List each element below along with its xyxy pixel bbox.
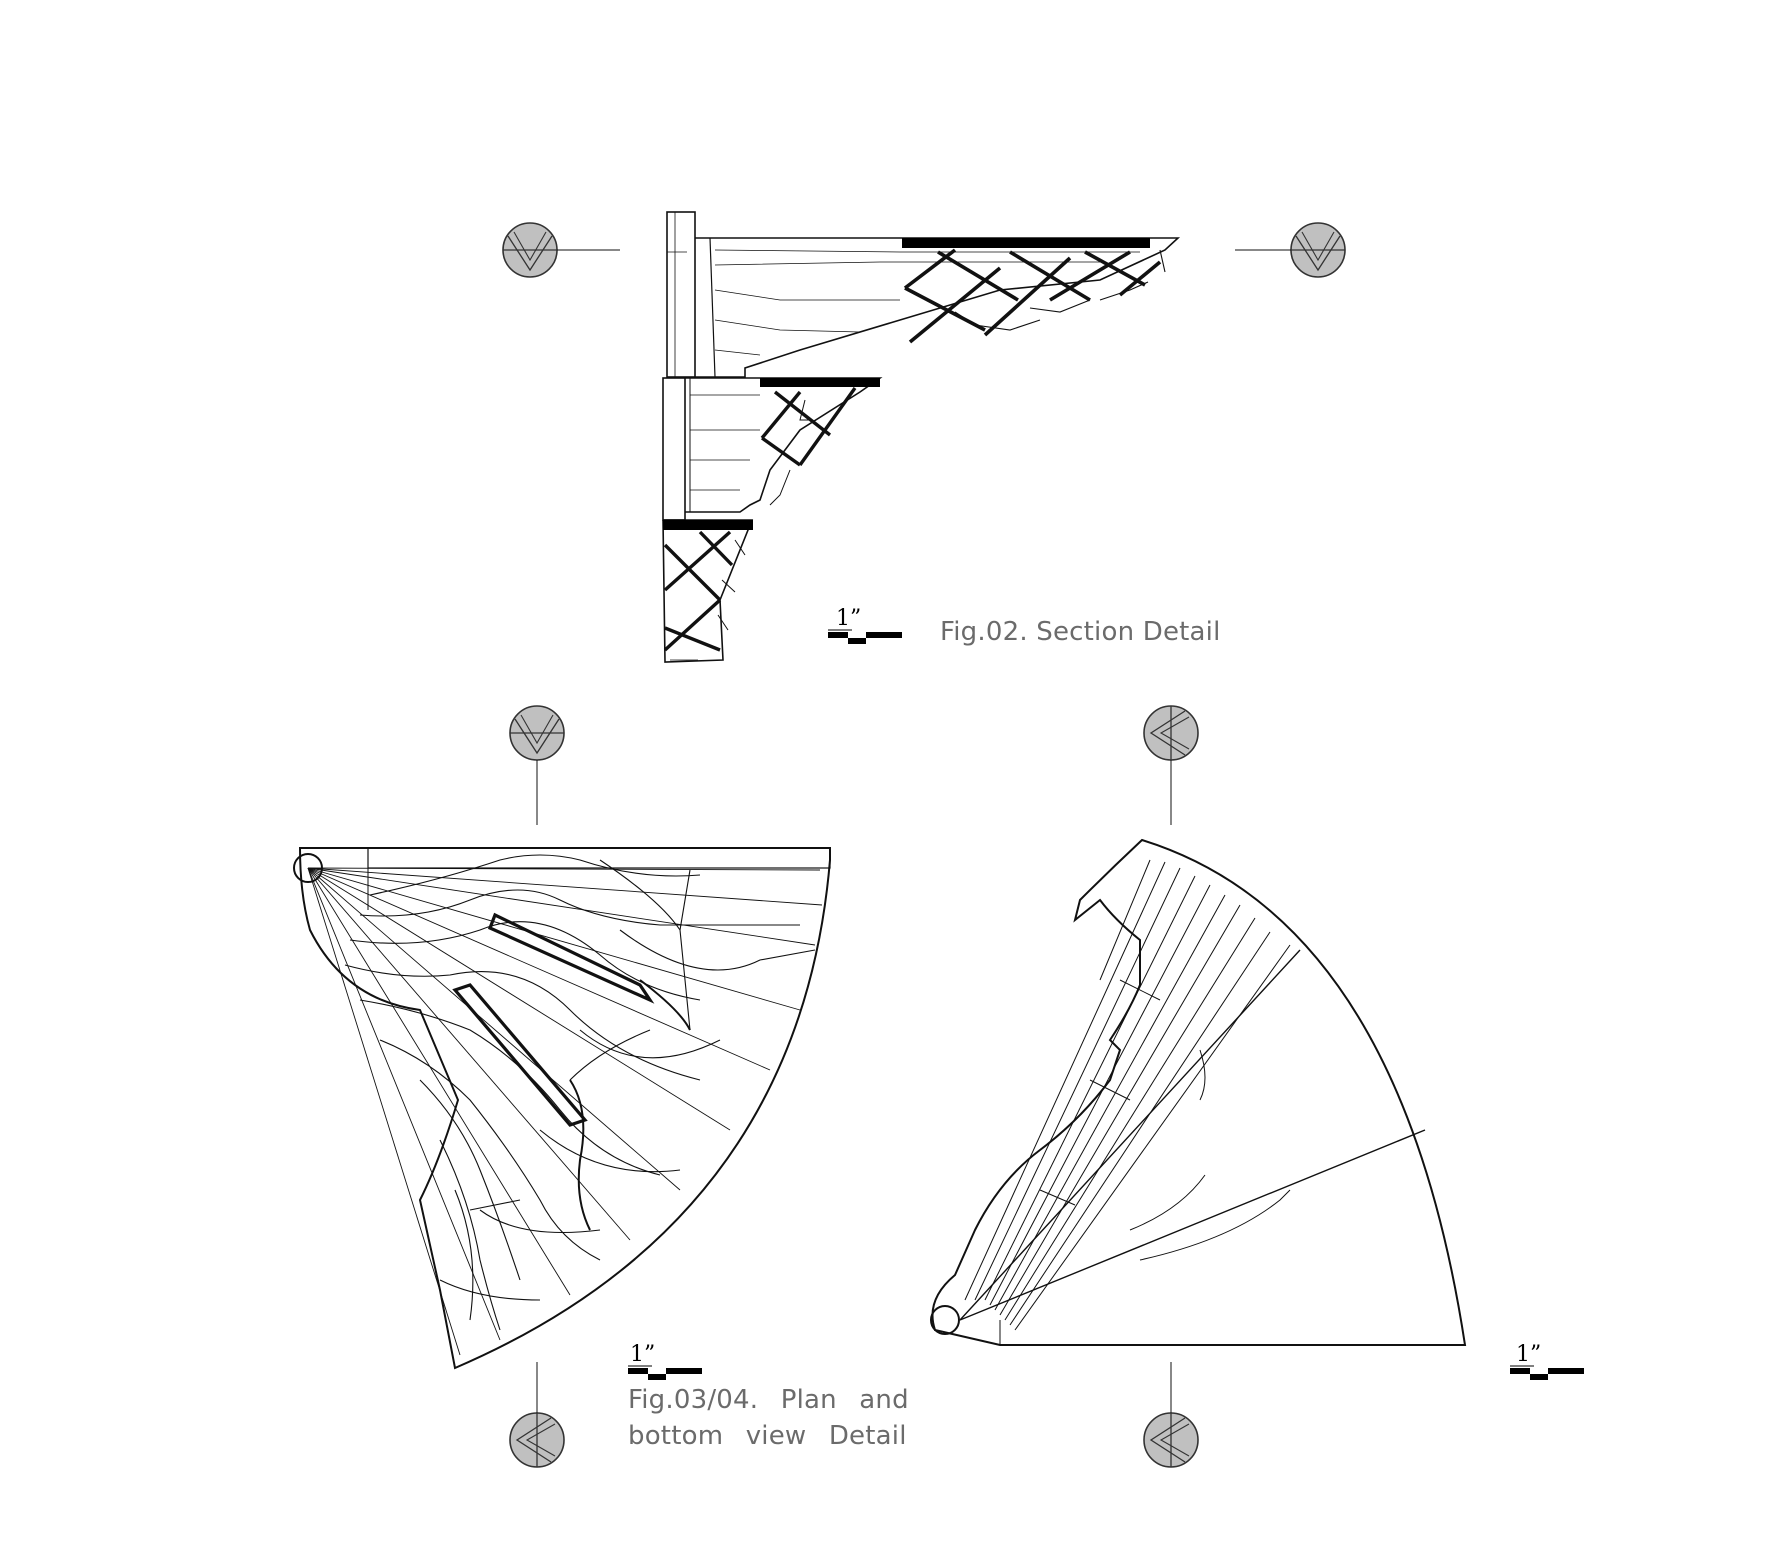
bottom-view-detail — [930, 705, 1467, 1468]
bottom-view-scale-label: 1” — [1516, 1342, 1542, 1367]
section-scale-label: 1” — [836, 606, 862, 631]
section-marker-icon — [1143, 705, 1199, 761]
section-marker-icon — [1143, 1412, 1199, 1468]
section-marker-icon — [1290, 222, 1346, 278]
plan-bottom-caption: Fig.03/04. Plan and bottom view Detail — [628, 1385, 909, 1451]
plan-detail — [293, 705, 831, 1468]
section-marker-icon — [502, 222, 558, 278]
section-marker-icon — [509, 705, 565, 761]
section-caption: Fig.02. Section Detail — [940, 617, 1221, 647]
plan-scale-label: 1” — [630, 1342, 656, 1367]
scale-bar-icon — [1510, 1365, 1584, 1380]
scale-bar-icon — [628, 1365, 702, 1380]
scale-bar-icon — [828, 629, 902, 644]
section-marker-icon — [509, 1412, 565, 1468]
section-detail — [502, 211, 1346, 663]
